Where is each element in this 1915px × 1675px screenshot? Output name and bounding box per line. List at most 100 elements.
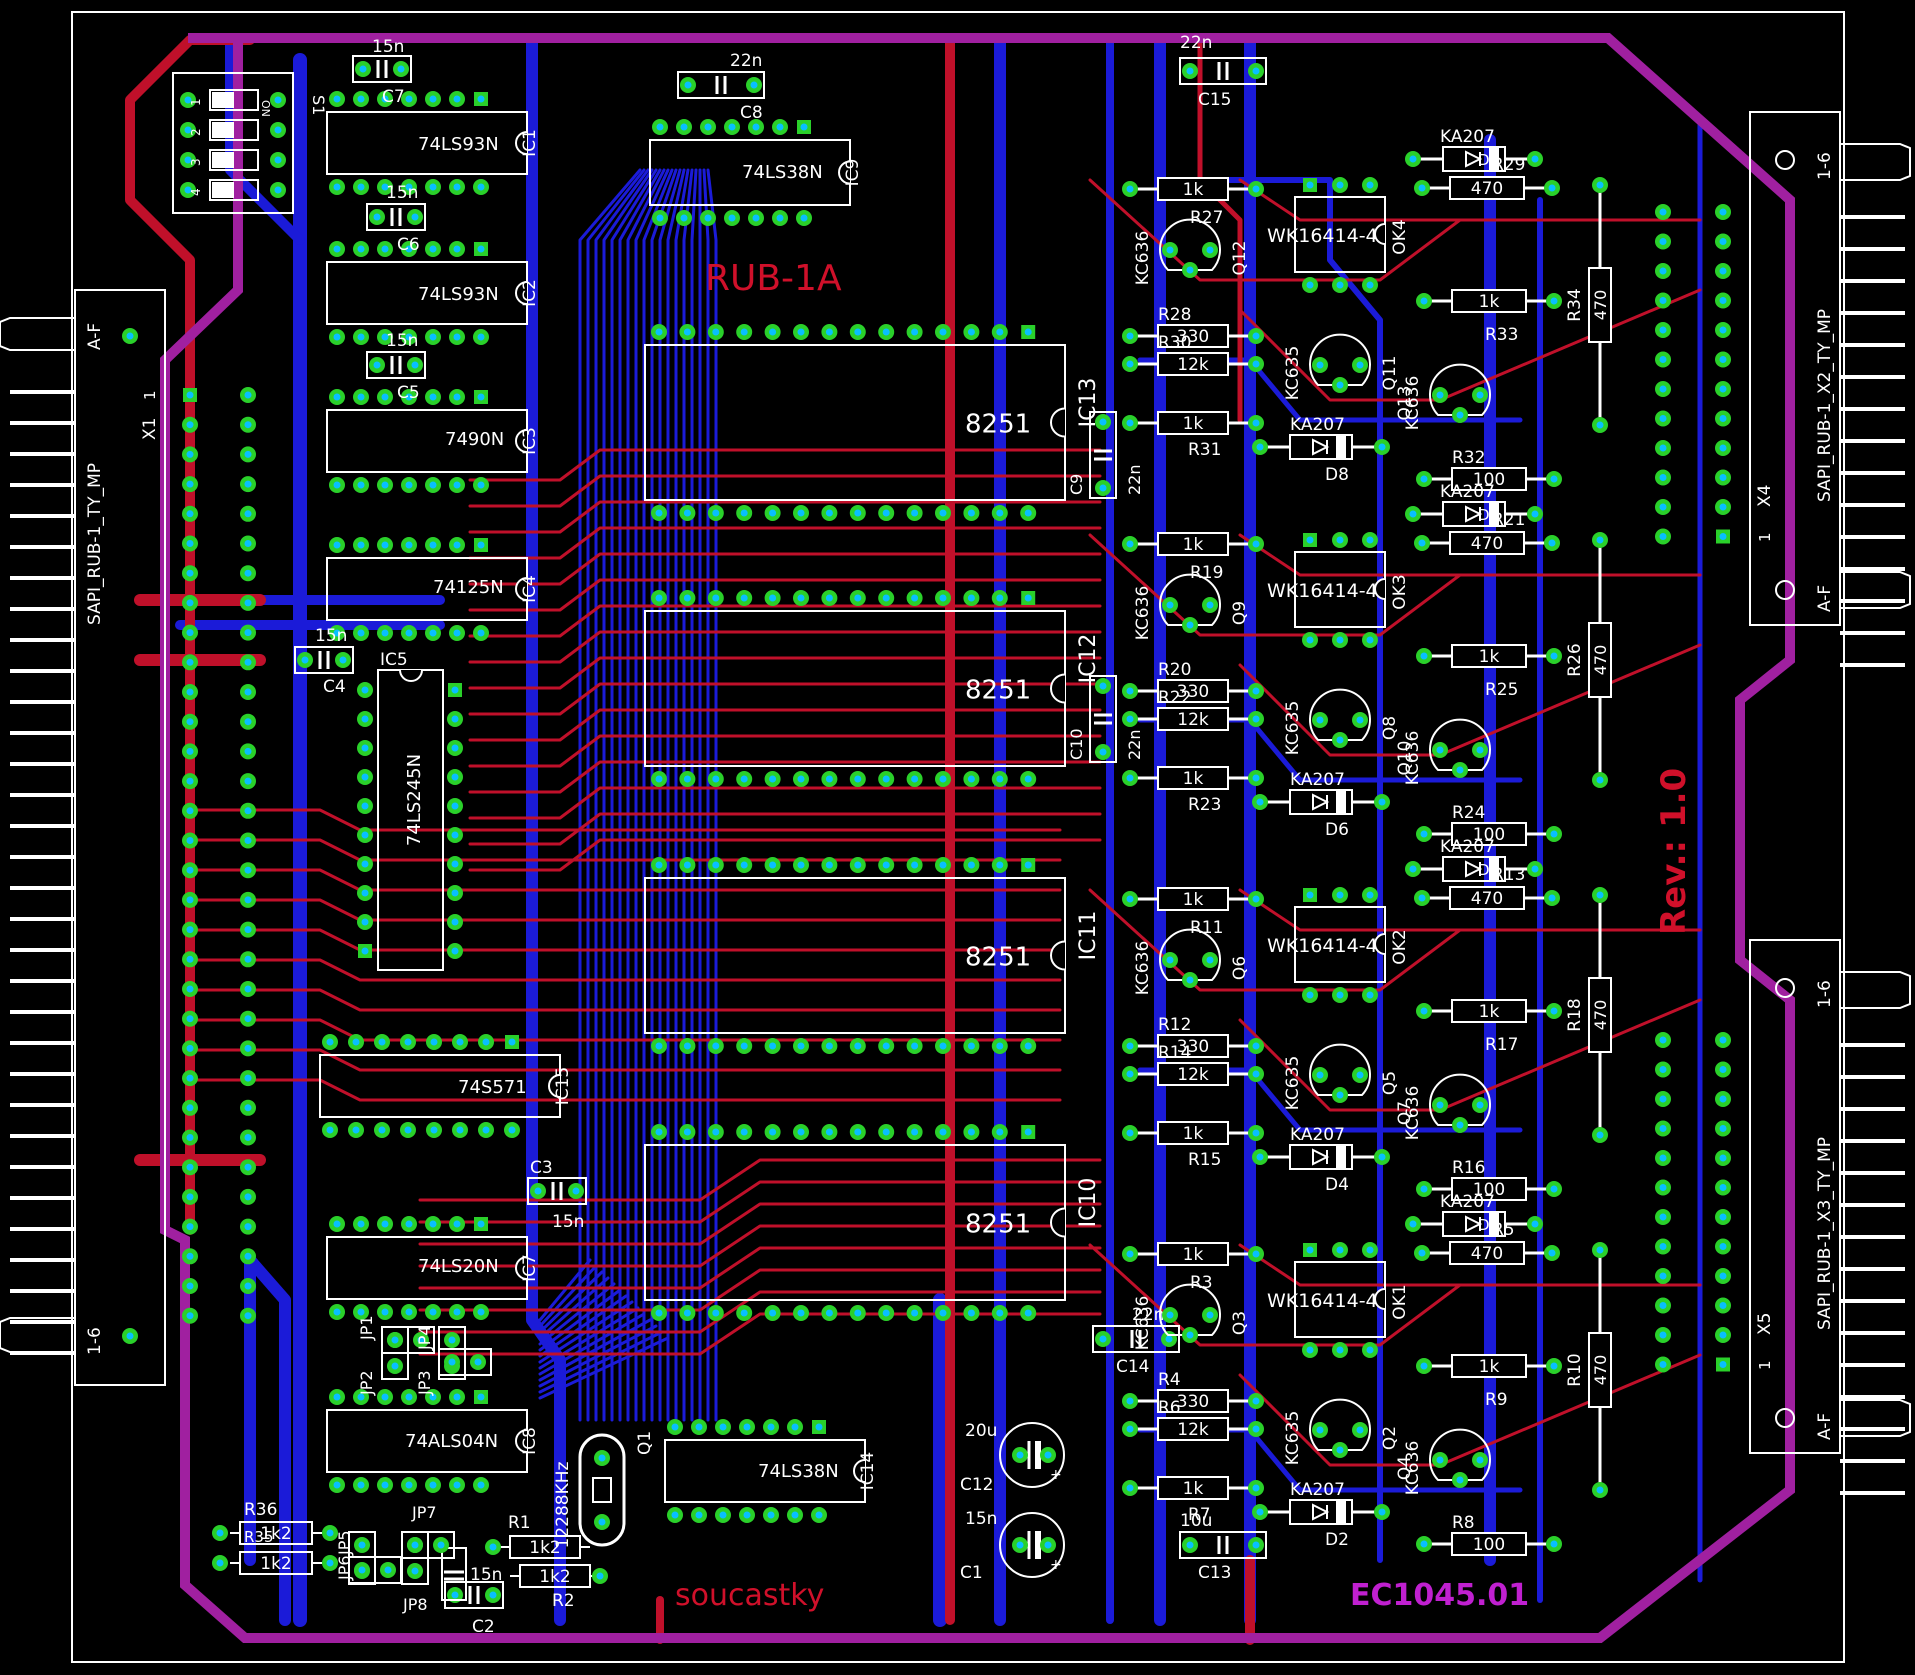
jumper[interactable]: [401, 1531, 455, 1559]
resistor-ref: R7: [1188, 1505, 1211, 1525]
pad-hole: [357, 1393, 365, 1401]
resistor-body: [1157, 1121, 1229, 1145]
pad-hole: [1596, 1486, 1604, 1494]
resistor-ref: R22: [1158, 688, 1191, 708]
connector-x3-ref: X5: [1755, 1313, 1775, 1335]
pad-hole: [1659, 1302, 1667, 1309]
pad-hole: [1531, 865, 1539, 873]
pad-hole: [683, 775, 691, 783]
ic-notch: [1050, 1207, 1066, 1238]
connector-x2-latch: [1840, 571, 1911, 609]
resistor-ref: R18: [1565, 998, 1585, 1031]
capacitor-ref: C1: [960, 1563, 983, 1583]
dip-switch-actuator[interactable]: [212, 182, 234, 198]
resistor-ref: R5: [1492, 1220, 1515, 1240]
pad-hole: [1420, 830, 1428, 838]
board-name-label: RUB-1A: [705, 258, 842, 299]
diode-symbol: [1465, 1215, 1483, 1233]
resistor-ref: R25: [1485, 680, 1518, 700]
dip-switch-actuator[interactable]: [212, 152, 234, 168]
dip-switch-actuator[interactable]: [212, 122, 234, 138]
jumper[interactable]: [381, 1326, 435, 1354]
pad-hole: [1016, 1451, 1024, 1459]
pad-hole: [656, 123, 664, 131]
pad-hole: [1356, 1071, 1364, 1079]
pad-hole: [671, 1423, 679, 1431]
pad-hole: [797, 861, 805, 869]
dip-switch-slot[interactable]: [209, 149, 259, 171]
pad-hole: [683, 861, 691, 869]
copper-trace: [538, 1270, 604, 1334]
pad-hole: [474, 1358, 482, 1366]
diode-ref: D3: [1478, 1216, 1499, 1234]
resistor-body: [1157, 1476, 1229, 1500]
pad-hole: [326, 1559, 334, 1567]
resistor-body: [1157, 1389, 1229, 1413]
pad-hole: [1356, 1426, 1364, 1434]
pad-hole: [719, 1423, 727, 1431]
copper-trace: [468, 734, 1102, 768]
pad-hole: [1306, 1346, 1314, 1354]
pad-hole: [1356, 361, 1364, 369]
pad-hole: [244, 599, 252, 607]
copper-trace: [188, 898, 1062, 922]
pad-hole: [996, 1042, 1004, 1050]
pad-hole: [244, 569, 252, 577]
pad-hole: [244, 1282, 252, 1290]
pad-hole: [671, 1511, 679, 1519]
pad-hole: [274, 126, 282, 134]
pad-hole: [186, 1282, 194, 1290]
pad-hole: [1252, 360, 1260, 368]
jumper[interactable]: [348, 1556, 402, 1584]
resistor-value: 330: [1177, 1392, 1209, 1412]
pad-hole: [1596, 181, 1604, 189]
pad-hole: [1165, 1335, 1173, 1343]
copper-trace: [690, 168, 698, 1422]
pad-hole: [453, 183, 461, 191]
pad-hole: [405, 1220, 413, 1228]
pad-hole: [1659, 444, 1667, 452]
connector-x2-body: [1749, 111, 1841, 626]
transistor-ref: Q11: [1380, 355, 1400, 390]
pad-hole: [728, 214, 736, 222]
diode-part: KA207: [1290, 415, 1345, 435]
ic-notch: [515, 577, 528, 601]
resistor-body: [1451, 467, 1527, 491]
resistor-value: 1k2: [539, 1567, 570, 1587]
pad-hole: [854, 861, 862, 869]
pad-hole: [719, 1511, 727, 1519]
pad-hole: [1044, 1541, 1052, 1549]
dip-switch-slot[interactable]: [209, 179, 259, 201]
copper-trace: [594, 168, 650, 1422]
pad-hole: [655, 594, 663, 602]
pad-hole: [1420, 652, 1428, 660]
jumper[interactable]: [438, 1348, 492, 1376]
diode-ref: D8: [1325, 465, 1349, 485]
pad-hole: [326, 1038, 334, 1046]
pad-hole: [244, 629, 252, 637]
copper-trace: [188, 838, 1062, 862]
pad-hole: [854, 775, 862, 783]
copper-trace: [418, 1268, 1102, 1312]
dip-switch-slot[interactable]: [209, 119, 259, 141]
diode-cathode-band: [1489, 1212, 1499, 1236]
pad-hole: [767, 1511, 775, 1519]
resistor-ref: R10: [1565, 1353, 1585, 1386]
dip-switch-slot[interactable]: [209, 89, 259, 111]
capacitor-ref: C8: [740, 103, 763, 123]
capacitor-ref: C7: [382, 87, 405, 107]
dip-switch-s1[interactable]: [172, 72, 294, 214]
pad-hole: [1476, 746, 1484, 754]
resistor-body: [1157, 1417, 1229, 1441]
ic-part-label: 74LS245N: [404, 754, 425, 846]
transistor-part: KC635: [1283, 346, 1303, 401]
ic-part-label: 8251: [965, 943, 1031, 973]
pad-hole: [477, 245, 485, 253]
pad-hole: [1436, 746, 1444, 754]
pad-hole: [453, 1393, 461, 1401]
dip-switch-actuator[interactable]: [212, 92, 234, 108]
copper-trace: [586, 168, 646, 1422]
resistor-ref: R23: [1188, 795, 1221, 815]
pad-hole: [1024, 1128, 1032, 1136]
transistor-body: [1429, 718, 1491, 771]
